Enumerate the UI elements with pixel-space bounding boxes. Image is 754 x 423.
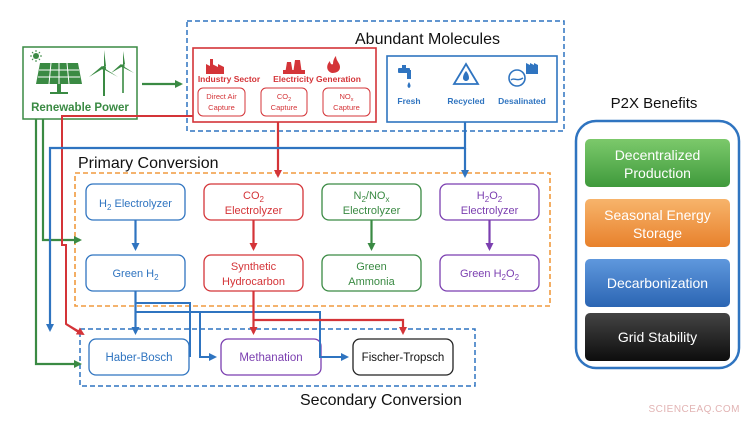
wind-turbine-icon <box>89 50 134 96</box>
h2-electrolyzer: H2 Electrolyzer <box>85 183 186 221</box>
svg-text:Methanation: Methanation <box>239 352 302 364</box>
solar-panel-icon <box>36 62 82 94</box>
arrow-green-h2-to-methanation <box>199 312 217 361</box>
h2o2-electrolyzer: H2O2 Electrolyzer <box>439 183 540 221</box>
abundant-molecules-group: Abundant Molecules Industry Sector Elect… <box>186 20 565 132</box>
svg-text:Green: Green <box>356 261 387 273</box>
recycle-icon <box>452 62 480 85</box>
renewable-power-label: Renewable Power <box>31 102 129 114</box>
svg-text:Electrolyzer: Electrolyzer <box>461 205 519 217</box>
benefits-title: P2X Benefits <box>611 95 698 112</box>
svg-text:Production: Production <box>624 165 691 181</box>
secondary-conversion-title: Secondary Conversion <box>300 392 462 409</box>
electricity-generation-label: Electricity Generation <box>273 74 361 84</box>
desalination-icon <box>508 63 538 87</box>
recycled-water-label: Recycled <box>447 96 484 106</box>
svg-text:Green H2: Green H2 <box>112 268 159 282</box>
green-h2o2: Green H2O2 <box>439 254 540 292</box>
svg-text:Capture: Capture <box>333 103 360 112</box>
svg-text:NOx: NOx <box>340 92 354 103</box>
benefit-grid-stability: Grid Stability <box>585 313 730 361</box>
benefit-decarbonization: Decarbonization <box>585 259 730 307</box>
svg-text:H2O2: H2O2 <box>477 190 503 204</box>
arrow-renewable-to-primary <box>41 119 82 244</box>
industry-sector-label: Industry Sector <box>198 74 261 84</box>
arrow-renewable-to-secondary <box>34 119 82 368</box>
sun-icon <box>30 50 42 62</box>
methanation: Methanation <box>220 338 322 376</box>
svg-text:Hydrocarbon: Hydrocarbon <box>222 276 285 288</box>
svg-text:Grid Stability: Grid Stability <box>618 329 697 345</box>
p2x-benefits-panel: P2X Benefits Decentralized Production Se… <box>574 95 741 370</box>
direct-air-capture: Direct Air Capture <box>197 87 246 117</box>
svg-text:Decentralized: Decentralized <box>615 147 701 163</box>
svg-text:Synthetic: Synthetic <box>231 261 277 273</box>
primary-conversion-group: Primary Conversion H2 Electrolyzer CO2 E… <box>74 155 551 307</box>
desalinated-water-label: Desalinated <box>498 96 546 106</box>
n2-nox-electrolyzer: N2/NOx Electrolyzer <box>321 183 422 221</box>
svg-text:Green H2O2: Green H2O2 <box>460 268 520 282</box>
svg-text:Seasonal Energy: Seasonal Energy <box>604 207 711 223</box>
connectors <box>34 80 494 368</box>
co2-electrolyzer: CO2 Electrolyzer <box>203 183 304 221</box>
svg-text:CO2: CO2 <box>243 190 265 204</box>
abundant-molecules-title: Abundant Molecules <box>355 31 500 48</box>
synthetic-hydrocarbon: Synthetic Hydrocarbon <box>203 254 304 292</box>
green-ammonia: Green Ammonia <box>321 254 422 292</box>
svg-text:Electrolyzer: Electrolyzer <box>343 205 401 217</box>
flame-icon <box>327 56 340 73</box>
factory-icon <box>206 59 224 74</box>
water-sources-box: Fresh Recycled Desalinated <box>386 55 558 123</box>
watermark: SCIENCEAQ.COM <box>648 404 740 415</box>
svg-text:Storage: Storage <box>633 225 682 241</box>
carbon-sources-box: Industry Sector Electricity Generation D… <box>192 47 377 123</box>
renewable-power-box: Renewable Power <box>22 46 138 120</box>
svg-text:Electrolyzer: Electrolyzer <box>225 205 283 217</box>
svg-text:Fischer-Tropsch: Fischer-Tropsch <box>362 352 445 364</box>
svg-text:N2/NOx: N2/NOx <box>354 190 390 204</box>
co2-capture: CO2 Capture <box>260 87 308 117</box>
benefit-seasonal-energy-storage: Seasonal Energy Storage <box>585 199 730 247</box>
primary-conversion-title: Primary Conversion <box>78 155 218 172</box>
svg-text:Capture: Capture <box>271 103 298 112</box>
svg-text:Haber-Bosch: Haber-Bosch <box>105 352 172 364</box>
fresh-water-label: Fresh <box>397 96 420 106</box>
benefit-decentralized-production: Decentralized Production <box>585 139 730 187</box>
svg-text:Capture: Capture <box>208 103 235 112</box>
haber-bosch: Haber-Bosch <box>88 338 190 376</box>
svg-text:Direct Air: Direct Air <box>206 92 237 101</box>
faucet-icon <box>398 65 411 88</box>
svg-text:Ammonia: Ammonia <box>348 276 395 288</box>
fischer-tropsch: Fischer-Tropsch <box>352 338 454 376</box>
arrow-hydrocarbon-to-fischer <box>253 318 407 335</box>
nox-capture: NOx Capture <box>322 87 371 117</box>
svg-text:Decarbonization: Decarbonization <box>607 275 708 291</box>
secondary-conversion-group: Secondary Conversion Haber-Bosch Methana… <box>79 328 476 409</box>
arrow-green-h2-to-fischer <box>135 311 349 361</box>
power-plant-icon <box>283 60 305 74</box>
svg-text:CO2: CO2 <box>277 92 291 103</box>
svg-text:H2 Electrolyzer: H2 Electrolyzer <box>99 198 172 212</box>
green-h2: Green H2 <box>85 254 186 292</box>
